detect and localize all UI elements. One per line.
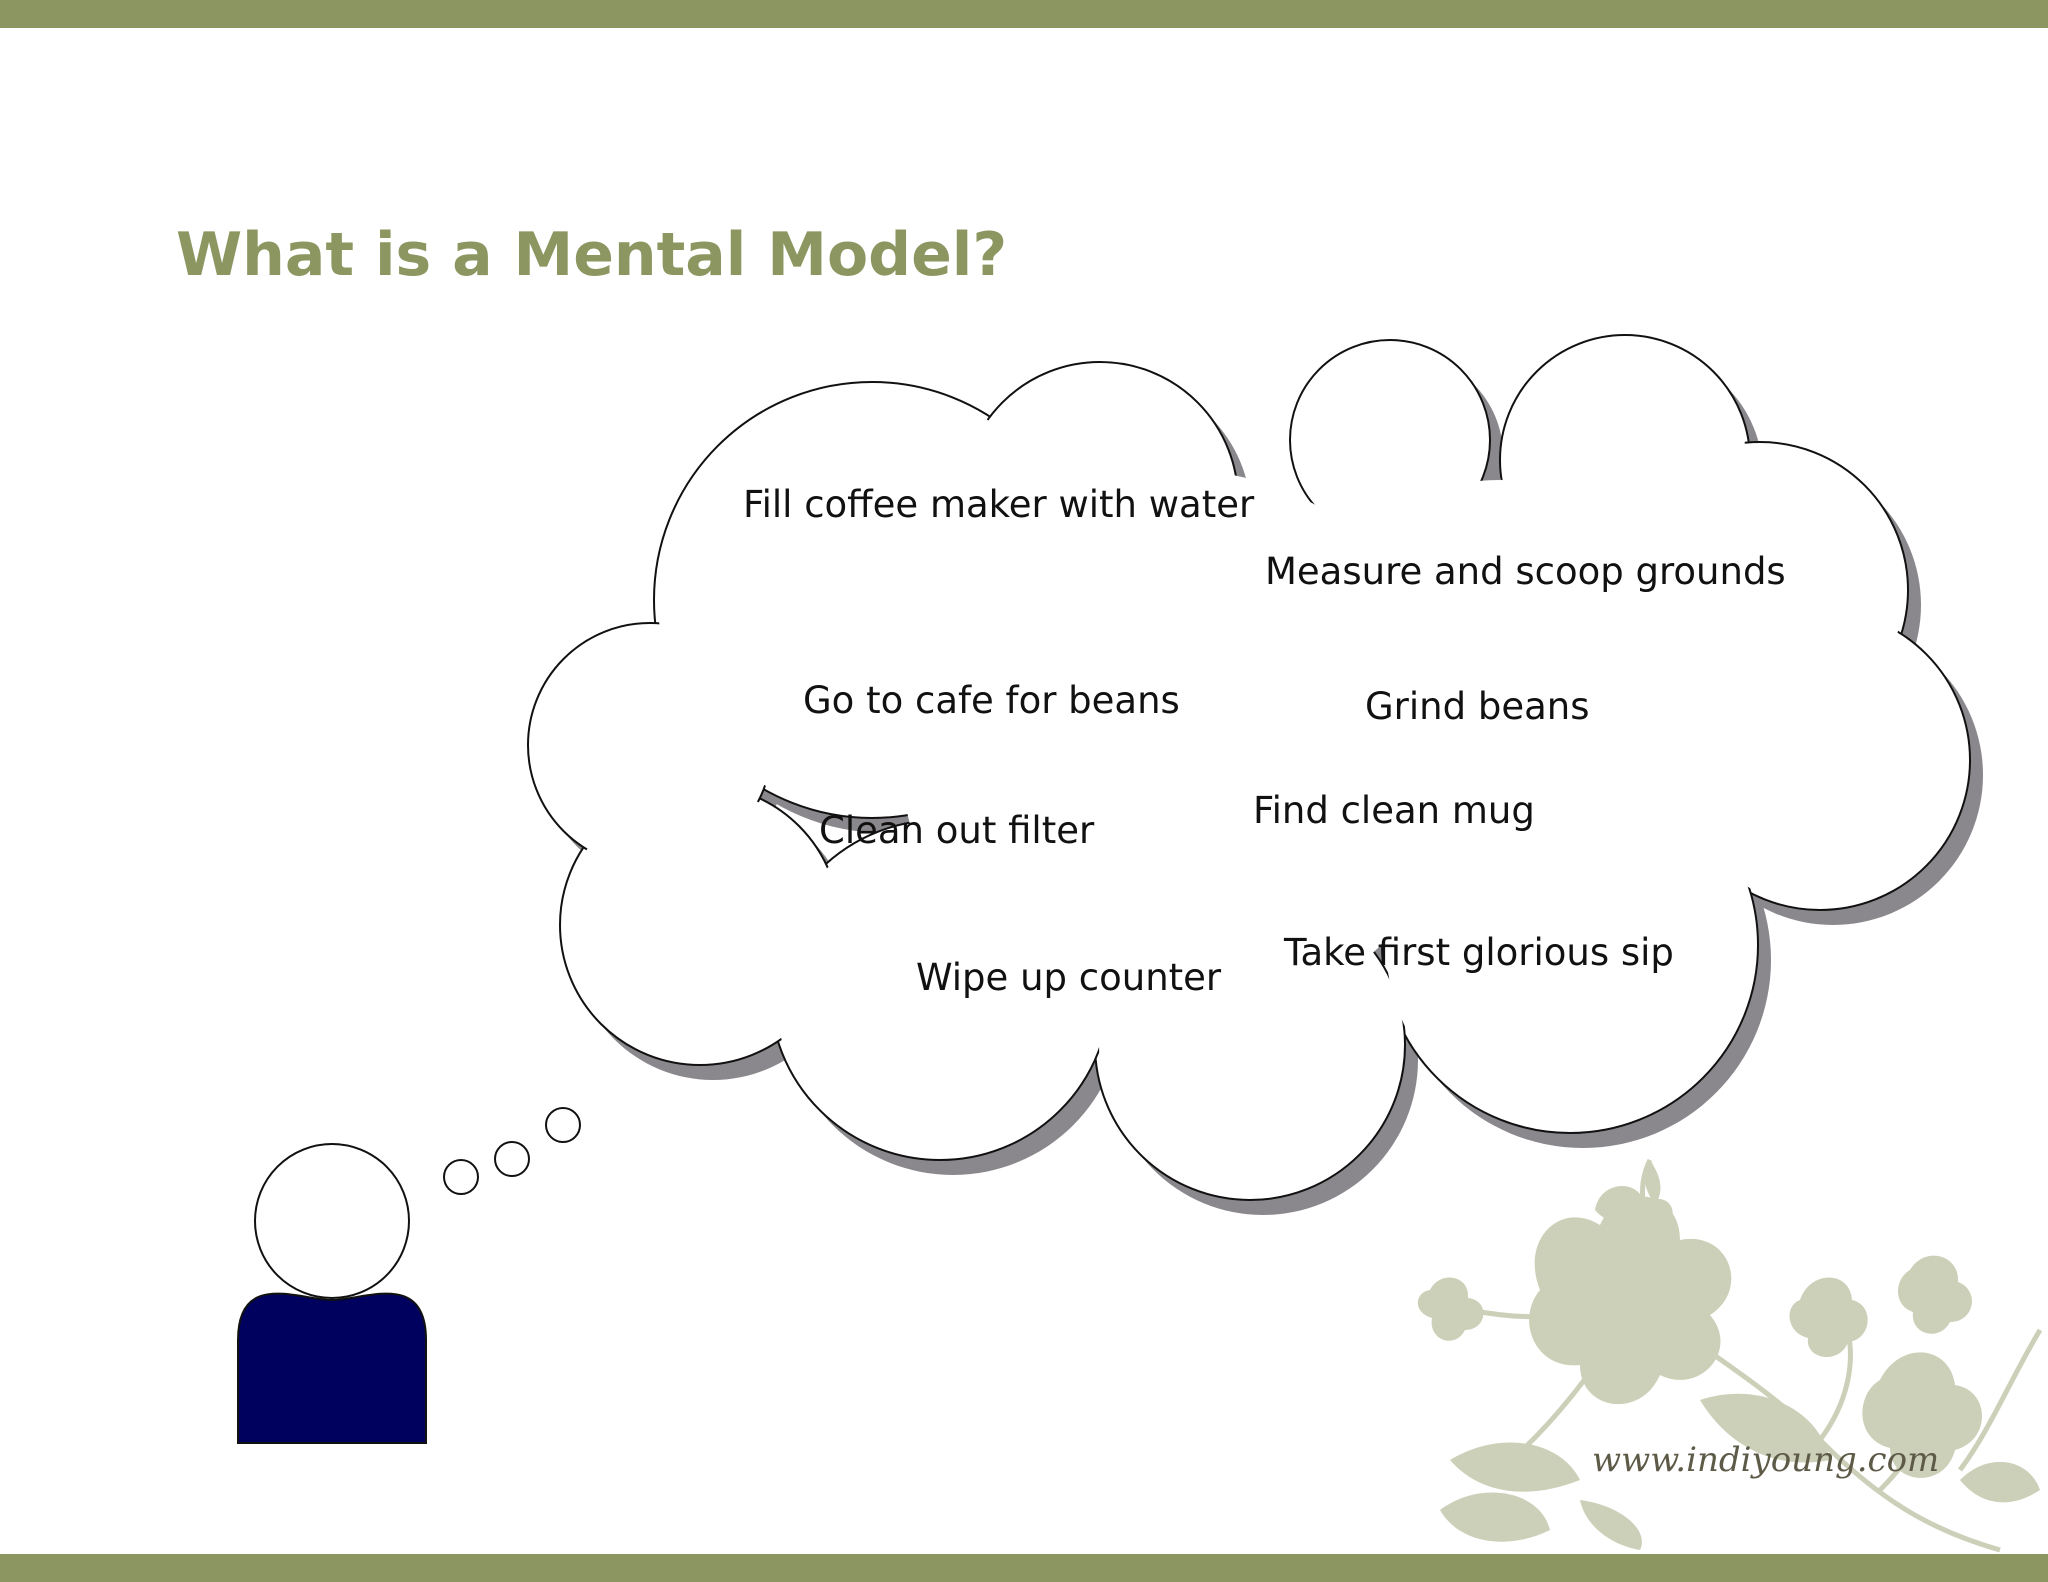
person-body <box>237 1292 427 1444</box>
thought-bubbles <box>443 1107 581 1195</box>
person-figure <box>237 1143 427 1444</box>
top-accent-bar <box>0 0 2048 28</box>
bottom-accent-bar <box>0 1554 2048 1582</box>
floral-stems <box>1469 1158 2043 1553</box>
step-go-to-cafe: Go to cafe for beans <box>803 679 1180 722</box>
step-first-sip: Take first glorious sip <box>1284 931 1674 974</box>
cloud-fill <box>532 339 1966 1196</box>
step-find-mug: Find clean mug <box>1253 789 1535 832</box>
slide-title: What is a Mental Model? <box>176 220 1008 290</box>
website-watermark: www.indiyoung.com <box>1592 1440 1940 1480</box>
step-measure-grounds: Measure and scoop grounds <box>1265 550 1786 593</box>
step-grind-beans: Grind beans <box>1365 685 1590 728</box>
step-clean-filter: Clean out filter <box>819 809 1095 852</box>
person-head <box>254 1143 410 1299</box>
step-wipe-counter: Wipe up counter <box>916 956 1222 999</box>
floral-decoration <box>1417 1160 2040 1550</box>
step-fill-coffee-maker: Fill coffee maker with water <box>743 483 1255 526</box>
